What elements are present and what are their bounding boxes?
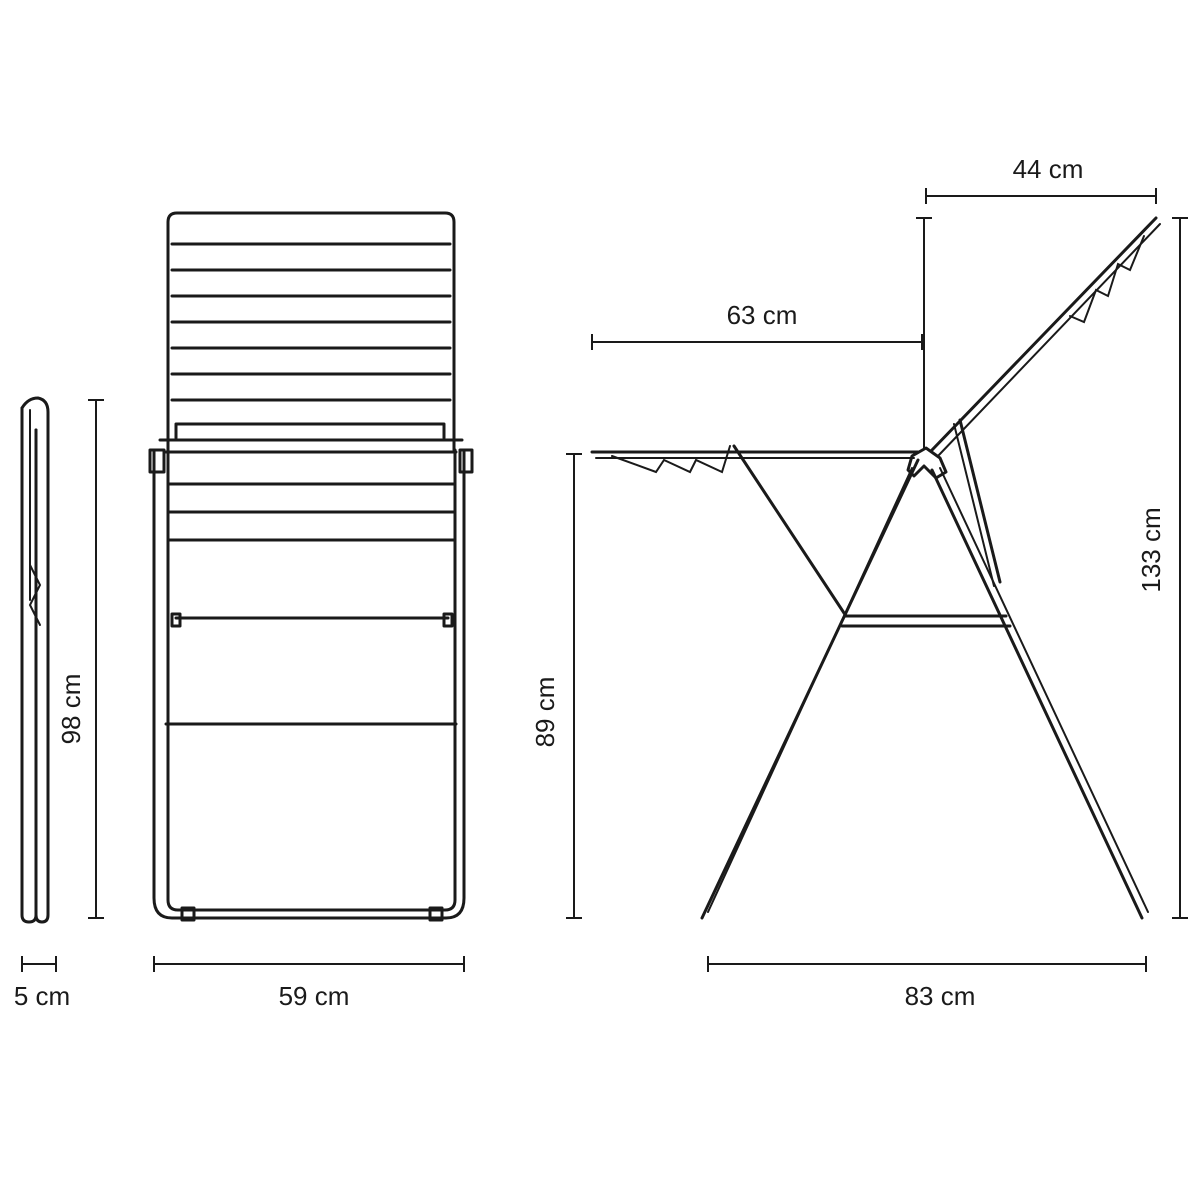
label-open-height-total: 133 cm	[1136, 507, 1166, 592]
open-side-view	[590, 216, 1161, 920]
label-front-width: 59 cm	[279, 981, 350, 1011]
dimension-lines	[21, 188, 1188, 972]
label-open-wing-reach: 63 cm	[727, 300, 798, 330]
label-open-length: 83 cm	[905, 981, 976, 1011]
label-folded-depth: 5 cm	[14, 981, 70, 1011]
middle-rails	[164, 482, 458, 726]
folded-side-view	[20, 396, 50, 924]
label-top-wing-reach: 44 cm	[1013, 154, 1084, 184]
label-open-height-low: 89 cm	[530, 677, 560, 748]
top-panel-rails	[170, 242, 452, 402]
front-view	[148, 211, 474, 922]
label-folded-height: 98 cm	[56, 674, 86, 745]
